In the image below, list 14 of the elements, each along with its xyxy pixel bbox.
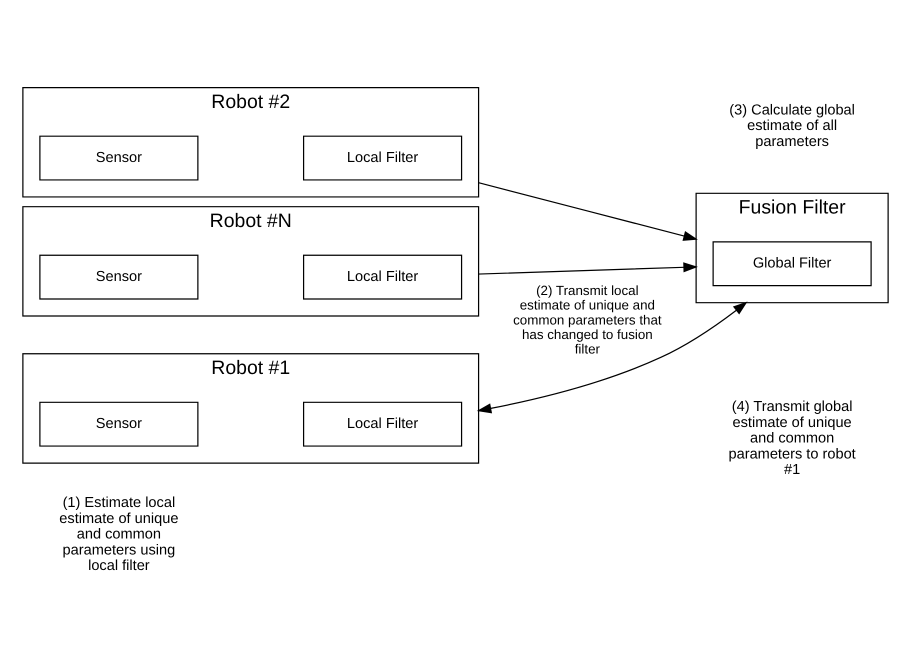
- edge-label: (2) Transmit local estimate of unique and common parameters that has changed to fusion filter: [513, 282, 662, 356]
- arrow: [478, 262, 698, 274]
- node-box: Local Filter: [303, 254, 462, 300]
- arrow: [476, 301, 748, 413]
- arrow: [478, 182, 698, 240]
- node-box: Sensor: [39, 401, 198, 446]
- node-label: (3) Calculate global estimate of all parameters: [729, 102, 855, 150]
- label: (4) Transmit global estimate of unique and common parameters to robot #1: [728, 398, 856, 478]
- node-box: Sensor: [39, 135, 198, 180]
- node-label: (1) Estimate local estimate of unique and common parameters using local filter: [59, 494, 178, 574]
- node-box: Local Filter: [303, 135, 462, 180]
- node-box: Global Filter: [712, 240, 872, 286]
- node-box: Sensor: [39, 254, 198, 300]
- node-box: Local Filter: [303, 401, 462, 446]
